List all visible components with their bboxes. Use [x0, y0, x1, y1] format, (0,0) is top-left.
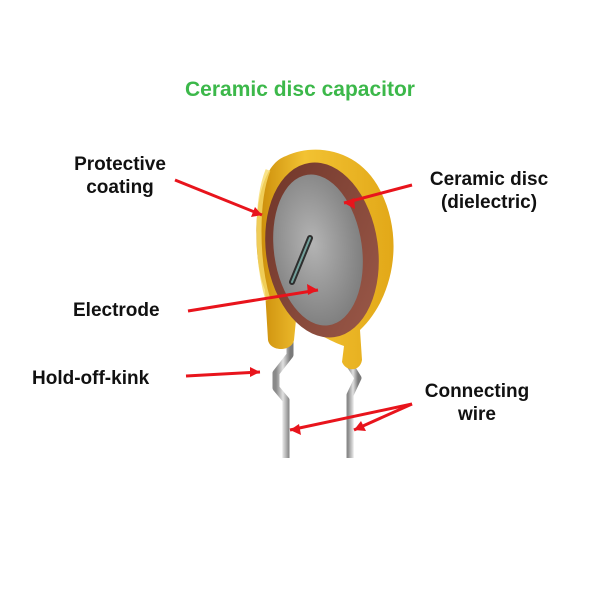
label-protective-coating: Protective coating — [60, 153, 180, 199]
left-lead — [272, 335, 294, 458]
label-connecting-wire-line1: Connecting — [424, 381, 530, 402]
arrow-electrode — [187, 288, 319, 313]
label-protective-coating-line1: Protective — [74, 154, 166, 175]
diagram-title: Ceramic disc capacitor — [185, 78, 415, 101]
label-connecting-wire: Connecting wire — [402, 380, 552, 426]
connecting-wires — [272, 335, 362, 458]
right-lead — [345, 360, 362, 458]
arrow-connecting-wire-left — [289, 402, 413, 432]
label-ceramic-disc-line1: Ceramic disc — [429, 169, 549, 190]
label-connecting-wire-line2: wire — [457, 404, 497, 425]
arrow-connecting-wire-right — [353, 402, 413, 432]
label-protective-coating-line2: coating — [86, 177, 154, 198]
label-ceramic-disc: Ceramic disc (dielectric) — [414, 168, 564, 214]
electrode-plate — [273, 174, 363, 326]
label-hold-off-kink: Hold-off-kink — [32, 368, 150, 389]
label-ceramic-disc-line2: (dielectric) — [440, 192, 538, 213]
annotation-arrows — [174, 178, 413, 435]
arrow-protective-coating — [174, 178, 263, 217]
arrow-ceramic-disc — [343, 183, 413, 205]
arrow-hold-off-kink — [185, 370, 261, 378]
label-electrode: Electrode — [73, 300, 160, 321]
